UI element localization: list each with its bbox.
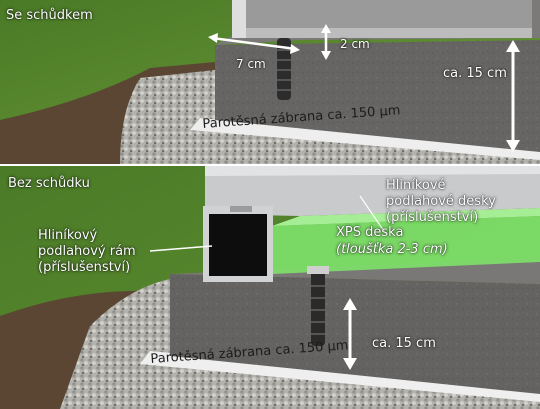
panel-divider bbox=[0, 164, 540, 166]
illustration-with-step bbox=[0, 0, 540, 164]
label-2cm: 2 cm bbox=[340, 37, 370, 51]
xps-board bbox=[272, 216, 540, 274]
concrete-slab bbox=[215, 40, 540, 152]
dim-7cm-arrow bbox=[211, 36, 297, 51]
label-aluminium-boards: Hliníkové podlahové desky (příslušenství… bbox=[386, 178, 496, 225]
vapour-barrier-strip bbox=[190, 118, 540, 160]
label-7cm: 7 cm bbox=[236, 57, 266, 71]
vapour-barrier-strip bbox=[140, 351, 540, 402]
frame-profile bbox=[232, 0, 246, 38]
panel-without-step: Bez schůdku Hliníkový podlahový rám (pří… bbox=[0, 166, 540, 409]
aluminium-floor-boards bbox=[205, 166, 540, 216]
anchor-dowel bbox=[311, 270, 325, 346]
title-with-step: Se schůdkem bbox=[6, 8, 93, 23]
label-15cm-bottom: ca. 15 cm bbox=[372, 336, 436, 351]
concrete-slab bbox=[170, 274, 540, 394]
illustration-without-step bbox=[0, 166, 540, 409]
title-without-step: Bez schůdku bbox=[8, 176, 90, 191]
label-15cm-top: ca. 15 cm bbox=[443, 66, 507, 81]
label-xps-board: XPS deska (tloušťka 2-3 cm) bbox=[336, 225, 448, 257]
panel-with-step: Se schůdkem 7 cm 2 cm ca. 15 cm Parotěsn… bbox=[0, 0, 540, 164]
label-aluminium-frame: Hliníkový podlahový rám (příslušenství) bbox=[38, 228, 136, 275]
